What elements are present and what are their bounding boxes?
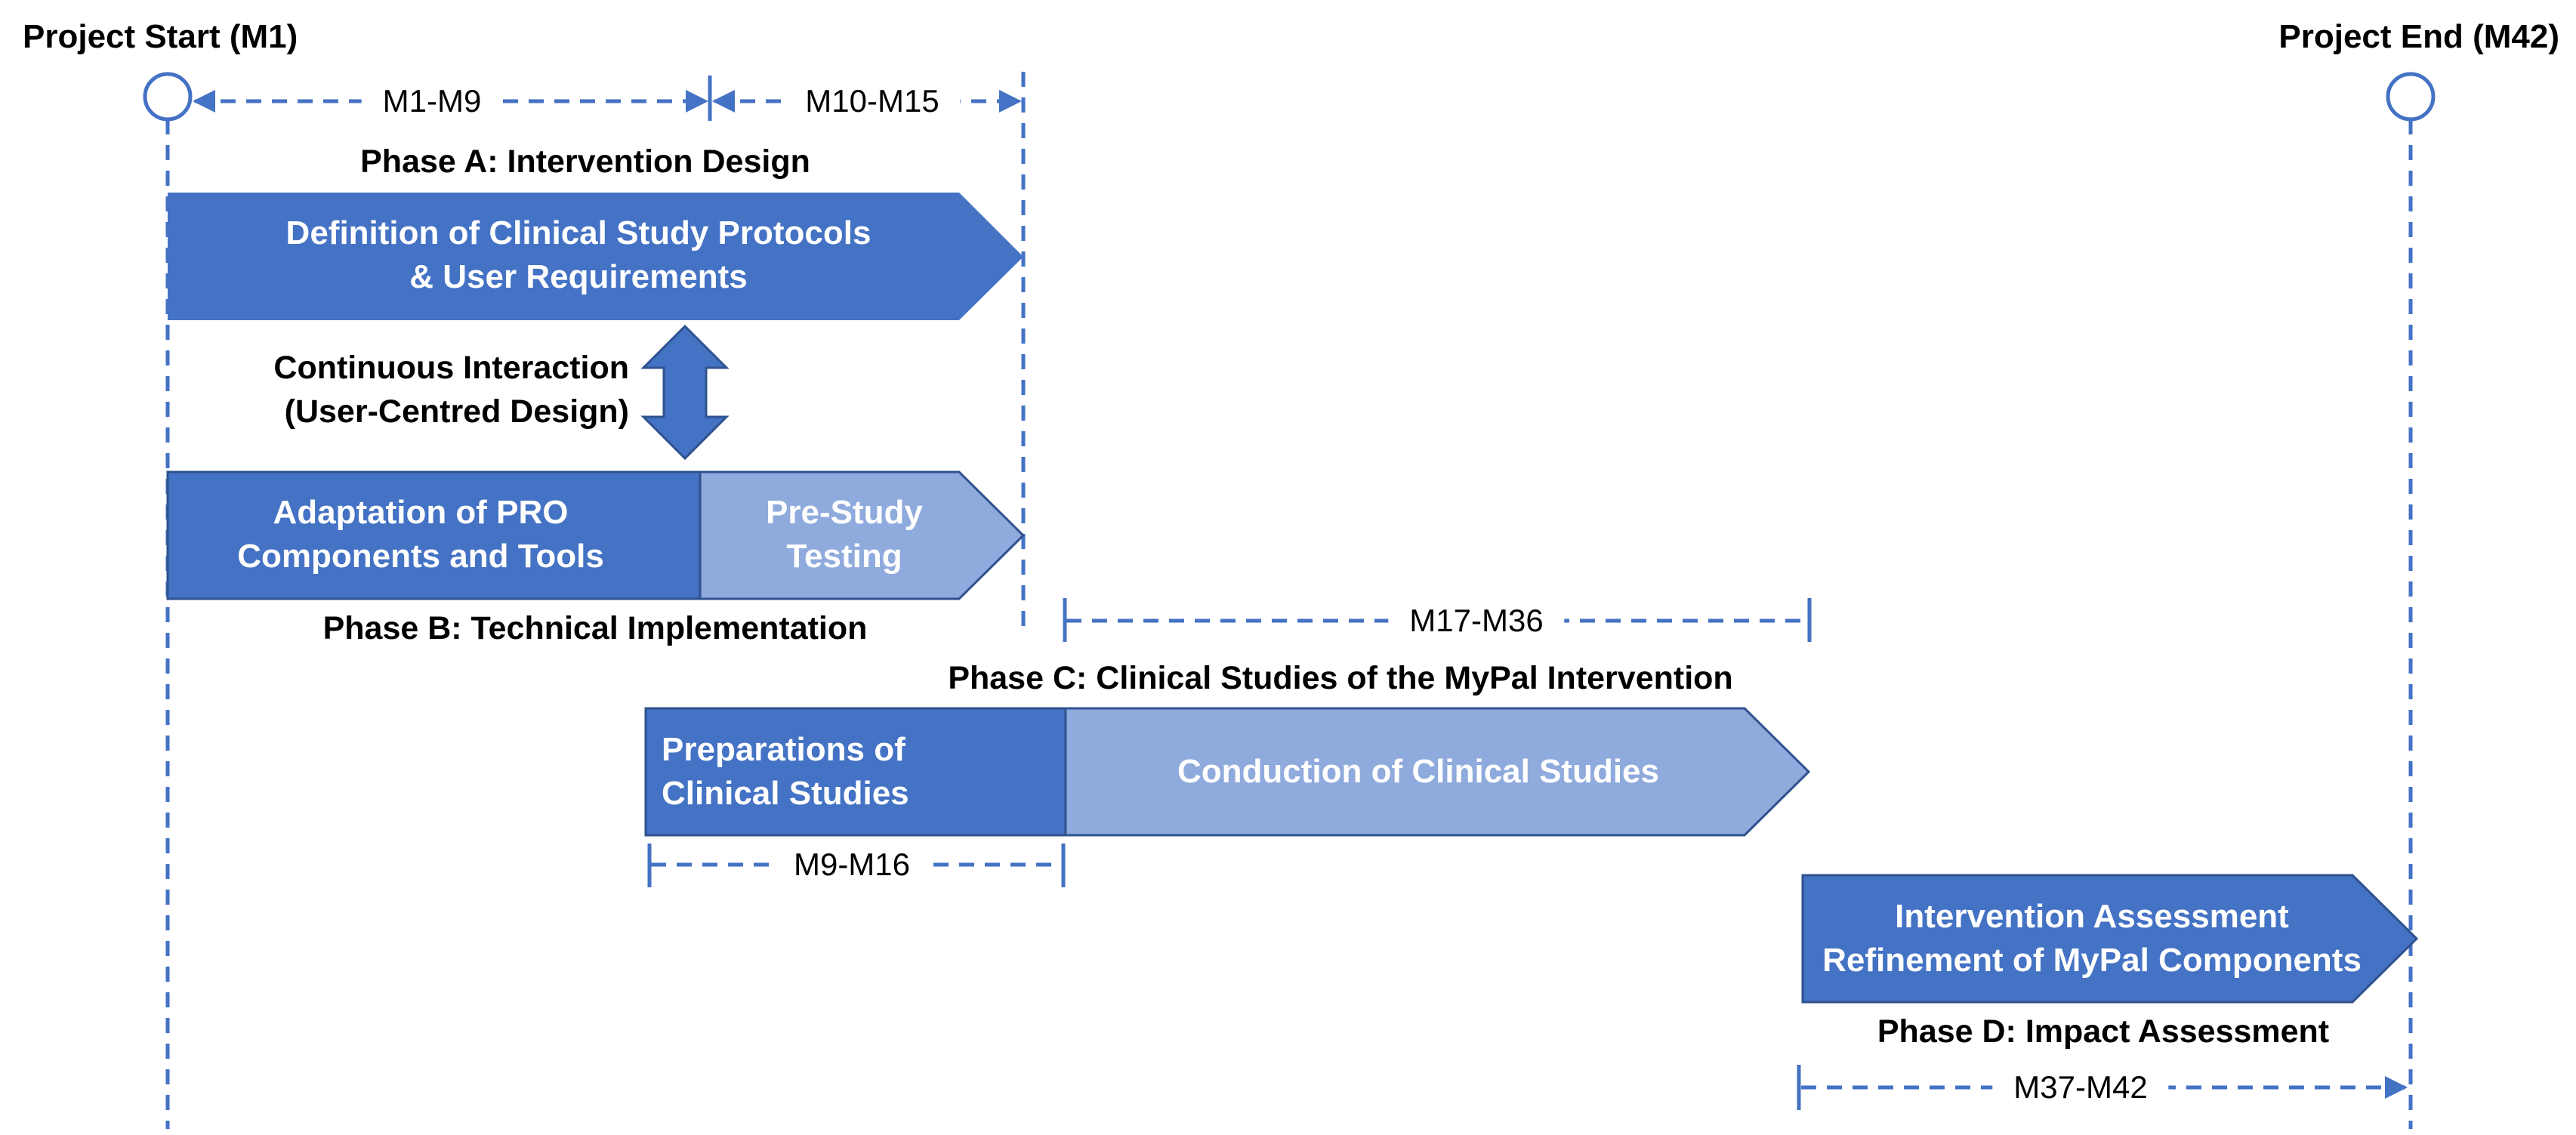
project-end-milestone [2386,72,2436,122]
project-end-label: Project End (M42) [2278,18,2559,55]
phase-d-title: Phase D: Impact Assessment [1877,1013,2330,1050]
phase-a-title: Phase A: Intervention Design [360,143,810,180]
phase-c-main-text: Conduction of Clinical Studies [1177,753,1659,790]
phase-c-main-arrow [1064,707,1811,837]
phase-a-arrow [168,193,1023,320]
phase-b-test-text: Pre-Study Testing [766,491,923,578]
phase-c-prep-line2: Clinical Studies [662,775,909,812]
phase-d-box-text: Intervention Assessment Refinement of My… [1822,895,2362,982]
phase-b-main-block [166,470,702,600]
phase-c-title: Phase C: Clinical Studies of the MyPal I… [948,660,1733,696]
phase-b-main-line1: Adaptation of PRO [273,494,569,531]
m17-m36-label: M17-M36 [1388,602,1565,640]
project-start-label: Project Start (M1) [23,18,298,55]
phase-c-prep-text: Preparations of Clinical Studies [662,728,909,816]
continuous-interaction-line2: (User-Centred Design) [284,393,629,430]
phase-b-test-line2: Testing [786,538,902,575]
phase-d-box-line1: Intervention Assessment [1895,898,2289,935]
continuous-interaction-label: Continuous Interaction (User-Centred Des… [273,346,629,433]
m1-m9-label: M1-M9 [361,82,503,120]
continuous-interaction-double-arrow [640,324,730,461]
phase-a-box-text: Definition of Clinical Study Protocols &… [286,211,872,299]
phase-c-prep-line1: Preparations of [662,731,905,768]
m9-m16-label: M9-M16 [772,846,932,884]
phase-d-arrow [1801,874,2419,1004]
phase-b-testing-arrow [699,470,1026,600]
phase-a-box-line2: & User Requirements [409,258,748,295]
phase-d-box-line2: Refinement of MyPal Components [1822,942,2362,979]
phase-a-box-line1: Definition of Clinical Study Protocols [285,214,872,251]
project-start-milestone [143,72,193,122]
m37-m42-label: M37-M42 [1992,1069,2169,1106]
phase-b-title: Phase B: Technical Implementation [322,610,868,646]
m10-m15-label: M10-M15 [784,82,961,120]
phase-c-prep-block [644,707,1067,837]
continuous-interaction-line1: Continuous Interaction [273,350,629,386]
phase-b-main-line2: Components and Tools [237,538,604,575]
phase-b-main-text: Adaptation of PRO Components and Tools [237,491,604,578]
phase-b-test-line1: Pre-Study [766,494,923,531]
